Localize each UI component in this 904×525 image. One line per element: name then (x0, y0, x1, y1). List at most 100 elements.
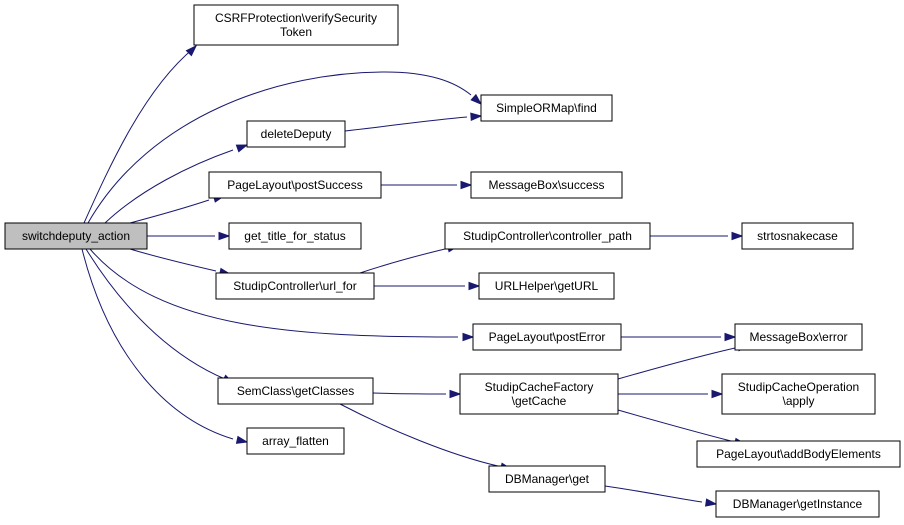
node-box (721, 373, 876, 415)
node-switchdeputy-action[interactable]: switchdeputy_action (4, 222, 148, 250)
node-messagebox-error[interactable]: MessageBox\error (734, 323, 863, 351)
node-label: SemClass\getClasses (237, 384, 354, 398)
edge-switchdeputy-gettitle (147, 231, 231, 241)
node-dbmanager-get[interactable]: DBManager\get (488, 465, 606, 493)
arrowhead (218, 231, 231, 241)
node-label: PageLayout\postError (489, 330, 606, 344)
edge-switchdeputy-csrf (83, 44, 198, 224)
arrowhead (235, 144, 249, 153)
node-label: StudipCacheOperation (738, 380, 859, 394)
edge-switchdeputy-postsuccess (129, 194, 226, 224)
arrowhead (705, 498, 718, 507)
edge-switchdeputy-deletedeputy (104, 144, 249, 224)
edge-line (359, 248, 446, 274)
node-box (215, 272, 375, 300)
edge-line (617, 347, 736, 380)
node-box (488, 465, 606, 493)
edge-line (87, 71, 472, 224)
node-label: MessageBox\error (749, 330, 847, 344)
edge-line (604, 485, 703, 503)
edge-dbget-getinstance (604, 485, 718, 507)
arrowhead (460, 180, 473, 190)
edge-line (129, 199, 210, 224)
node-box (459, 373, 619, 415)
edge-line (344, 116, 468, 132)
arrowhead (449, 389, 462, 399)
node-box (228, 222, 362, 250)
edge-switchdeputy-urlfor (129, 248, 232, 276)
node-messagebox-success[interactable]: MessageBox\success (470, 171, 623, 199)
edge-deletedeputy-find (344, 112, 483, 132)
node-label: Token (280, 25, 312, 39)
edge-urlfor-geturl (374, 281, 481, 291)
node-label: MessageBox\success (488, 178, 604, 192)
node-get-title-for-status[interactable]: get_title_for_status (228, 222, 362, 250)
edge-urlfor-controllerpath (359, 244, 460, 274)
node-pagelayout-posterror[interactable]: PageLayout\postError (472, 323, 622, 351)
node-box (478, 272, 615, 300)
edge-switchdeputy-find (87, 71, 483, 224)
node-dbmanager-getinstance[interactable]: DBManager\getInstance (715, 490, 880, 518)
edge-line (89, 248, 459, 338)
edge-getclasses-getcache (372, 389, 462, 399)
arrowhead (468, 281, 481, 291)
edge-switchdeputy-arrayflatten (81, 248, 249, 444)
node-urlhelper-geturl[interactable]: URLHelper\getURL (478, 272, 615, 300)
node-pagelayout-postsuccess[interactable]: PageLayout\postSuccess (208, 171, 382, 199)
edge-line (81, 248, 234, 440)
node-box (193, 4, 399, 46)
node-pagelayout-addbodyelements[interactable]: PageLayout\addBodyElements (696, 440, 901, 468)
node-label: \getCache (512, 394, 567, 408)
node-studipcacheoperation-apply[interactable]: StudipCacheOperation\apply (721, 373, 876, 415)
node-controller-path[interactable]: StudipController\controller_path (444, 222, 651, 250)
node-box (715, 490, 880, 518)
node-box (741, 222, 854, 250)
node-box (480, 94, 613, 122)
edge-getcache-addbody (617, 409, 747, 446)
node-label: \apply (782, 394, 814, 408)
node-label: switchdeputy_action (22, 229, 130, 243)
node-label: StudipController\url_for (233, 279, 356, 293)
edge-line (85, 248, 226, 380)
edge-line (617, 409, 732, 442)
node-box (246, 120, 346, 148)
node-label: DBManager\get (505, 472, 590, 486)
node-box (4, 222, 148, 250)
node-studipcontroller-url-for[interactable]: StudipController\url_for (215, 272, 375, 300)
node-semclass-getclasses[interactable]: SemClass\getClasses (217, 377, 374, 405)
node-label: array_flatten (262, 434, 329, 448)
node-deletedeputy[interactable]: deleteDeputy (246, 120, 346, 148)
node-label: PageLayout\addBodyElements (716, 447, 881, 461)
node-box (444, 222, 651, 250)
node-strtosnakecase[interactable]: strtosnakecase (741, 222, 854, 250)
node-box (472, 323, 622, 351)
arrowhead (185, 44, 198, 57)
node-label: get_title_for_status (244, 229, 345, 243)
node-label: PageLayout\postSuccess (227, 178, 362, 192)
node-box (696, 440, 901, 468)
edge-getcache-apply (618, 389, 724, 399)
arrowhead (731, 231, 744, 241)
edge-line (129, 248, 217, 272)
node-label: URLHelper\getURL (495, 279, 599, 293)
node-simpleormap-find[interactable]: SimpleORMap\find (480, 94, 613, 122)
edge-line (372, 392, 447, 395)
edge-switchdeputy-getclasses (85, 248, 235, 384)
node-label: StudipCacheFactory (485, 380, 594, 394)
node-array-flatten[interactable]: array_flatten (246, 427, 345, 455)
node-box (208, 171, 382, 199)
arrowhead (711, 389, 724, 399)
node-label: deleteDeputy (261, 127, 332, 141)
edge-line (104, 149, 234, 224)
arrowhead (462, 332, 475, 342)
edge-controllerpath-strtosnake (650, 231, 744, 241)
node-box (734, 323, 863, 351)
arrowhead (470, 93, 483, 106)
node-label: strtosnakecase (757, 229, 838, 243)
edge-line (83, 47, 195, 224)
arrowhead (724, 332, 737, 342)
node-studipcachefactory-getcache[interactable]: StudipCacheFactory\getCache (459, 373, 619, 415)
edge-line (339, 403, 499, 467)
